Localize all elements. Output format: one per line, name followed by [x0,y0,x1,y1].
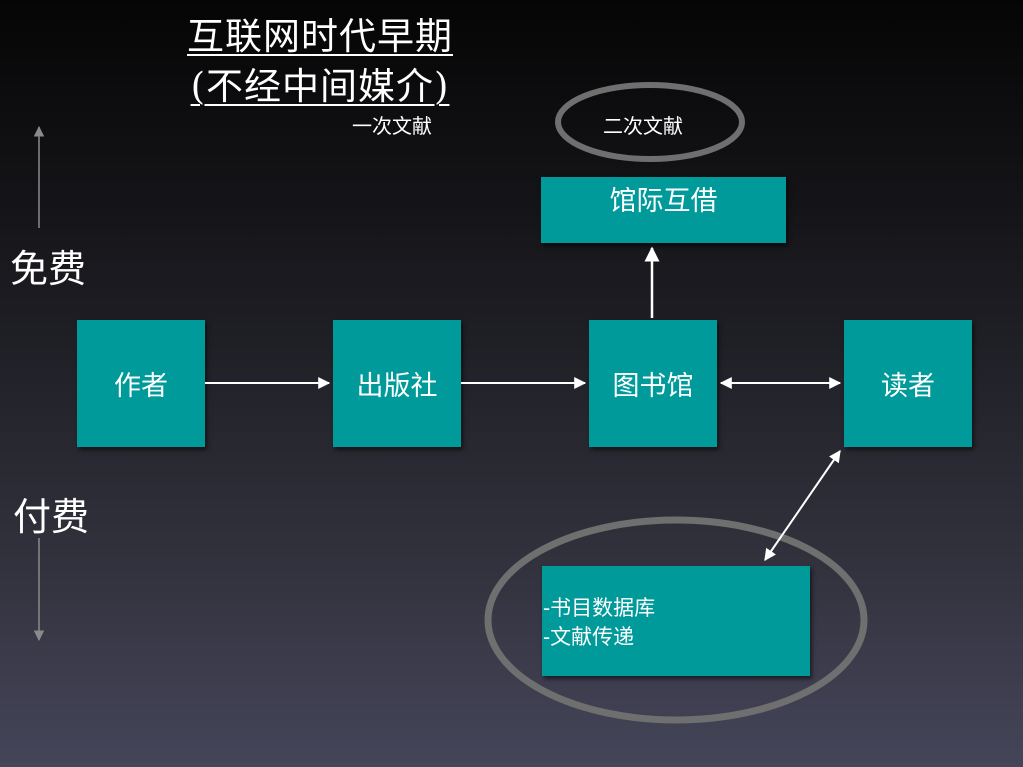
free-label: 免费 [10,247,87,291]
interlibrary-loan-node: 馆际互借 [541,177,786,243]
library-node: 图书馆 [589,320,717,447]
page-title-line1: 互联网时代早期 [187,15,453,58]
reader-services-arrow [764,450,841,561]
page-title-line2: (不经中间媒介) [190,65,450,108]
reader-node: 读者 [844,320,972,447]
service-item-document-delivery: -文献传递 [543,625,635,649]
primary-literature-label: 一次文献 [352,114,432,138]
secondary-literature-label: 二次文献 [603,114,683,138]
services-node: -书目数据库 -文献传递 [542,566,810,676]
publisher-node: 出版社 [333,320,461,447]
service-item-bibliographic-database: -书目数据库 [543,596,656,620]
author-node: 作者 [77,320,205,447]
paid-label: 付费 [13,495,90,539]
